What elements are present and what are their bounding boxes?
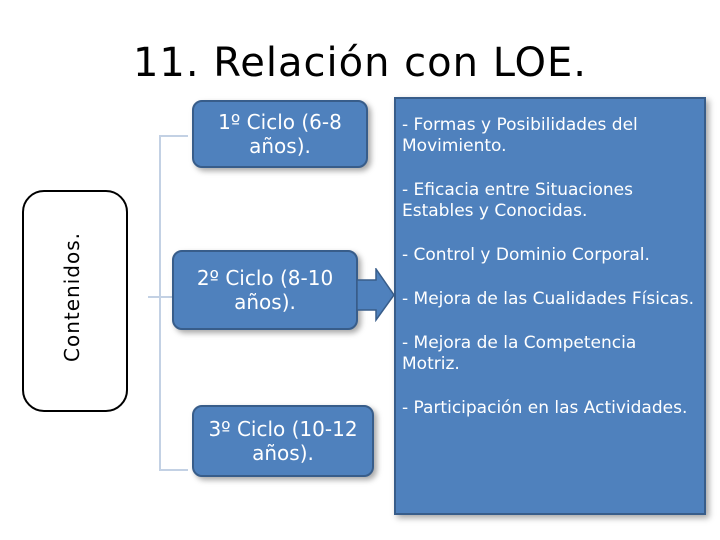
content-item: - Mejora de la Competencia Motriz. bbox=[402, 333, 637, 374]
cycle-3-label: 3º Ciclo (10-12 años). bbox=[208, 417, 358, 465]
cycle-2-box: 2º Ciclo (8-10 años). bbox=[172, 250, 358, 330]
cycle-2-label: 2º Ciclo (8-10 años). bbox=[196, 266, 334, 314]
contents-panel: - Formas y Posibilidades del Movimiento.… bbox=[394, 97, 706, 515]
content-item: - Eficacia entre Situaciones Estables y … bbox=[402, 180, 633, 221]
slide-title: 11. Relación con LOE. bbox=[132, 40, 588, 86]
content-item: - Formas y Posibilidades del Movimiento. bbox=[402, 115, 638, 156]
cycle-3-box: 3º Ciclo (10-12 años). bbox=[192, 405, 374, 477]
cycle-1-label: 1º Ciclo (6-8 años). bbox=[218, 110, 342, 158]
right-arrow-icon bbox=[356, 268, 395, 322]
content-item: - Mejora de las Cualidades Físicas. bbox=[402, 289, 694, 309]
content-item: - Control y Dominio Corporal. bbox=[402, 245, 650, 265]
contents-side-box bbox=[22, 190, 128, 412]
cycle-1-box: 1º Ciclo (6-8 años). bbox=[192, 100, 368, 168]
content-item: - Participación en las Actividades. bbox=[402, 398, 688, 418]
